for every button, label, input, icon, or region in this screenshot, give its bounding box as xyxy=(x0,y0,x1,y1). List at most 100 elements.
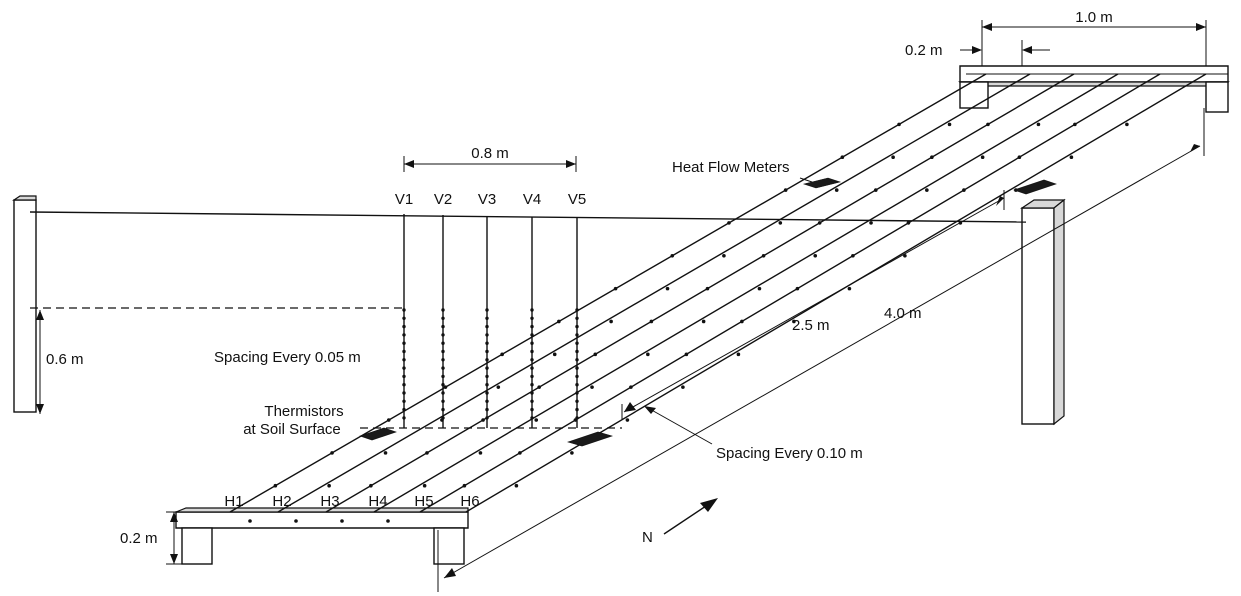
thermistor-dot xyxy=(273,483,278,488)
mid-length-label: 2.5 m xyxy=(792,317,830,334)
thermistor-dot xyxy=(485,333,489,337)
thermistor-dot xyxy=(1036,122,1041,127)
thermistor-dot xyxy=(906,221,911,225)
thermistor-dot xyxy=(783,188,788,192)
thermistor-dot xyxy=(500,352,504,357)
thermistor-dot xyxy=(986,122,990,127)
thermistor-dot xyxy=(386,519,390,523)
thermistor-dot xyxy=(485,374,489,379)
vertical-array-label: V1 xyxy=(395,191,413,208)
thermistor-dot xyxy=(947,122,952,127)
thermistor-dot xyxy=(402,308,406,312)
vertical-array-label: V3 xyxy=(478,191,496,208)
thermistor-dot xyxy=(757,286,762,291)
dimension-top-offset: 0.2 m xyxy=(905,40,1050,66)
thermistor-dot xyxy=(485,416,489,420)
thermistor-dot xyxy=(441,333,445,337)
horizontal-wires xyxy=(229,73,1207,513)
thermistor-dot xyxy=(441,316,445,320)
thermistor-dot xyxy=(485,383,489,387)
thermistor-dot xyxy=(727,221,731,225)
thermistor-dot xyxy=(590,385,594,389)
heat-flow-meter xyxy=(1013,179,1057,195)
thermistor-dot xyxy=(383,451,388,455)
thermistor-dot xyxy=(402,383,406,387)
thermistor-dot xyxy=(369,483,373,488)
thermistor-dot xyxy=(649,319,654,324)
thermistor-dot xyxy=(575,333,579,337)
thermistor-dot xyxy=(681,385,685,389)
dimension-full-length: 4.0 m xyxy=(437,108,1205,592)
heat-flow-meter xyxy=(802,177,842,189)
horizontal-spacing-label: Spacing Every 0.10 m xyxy=(716,445,863,462)
thermistor-dot xyxy=(534,418,539,422)
vertical-arrays xyxy=(402,214,579,428)
thermistor-dot xyxy=(530,341,534,345)
thermistor-dot xyxy=(962,188,966,192)
thermistor-dot xyxy=(1125,122,1129,127)
thermistor-dot xyxy=(485,366,489,370)
thermistor-dot xyxy=(478,451,483,455)
heat-flow-meters xyxy=(359,177,1057,447)
horizontal-array-label: H3 xyxy=(320,493,339,510)
thermistor-dot xyxy=(441,308,445,312)
thermistor-dot xyxy=(629,385,633,389)
thermistor-dot xyxy=(575,308,579,312)
cross-wire xyxy=(29,211,1027,223)
thermistor-dot xyxy=(778,221,783,225)
north-label: N xyxy=(642,529,653,546)
thermistor-dot xyxy=(575,358,579,362)
thermistor-dot xyxy=(530,399,534,403)
thermistor-dot xyxy=(575,341,579,345)
thermistor-dot xyxy=(813,253,818,258)
thermistor-dot xyxy=(530,366,534,370)
thermistor-dot xyxy=(340,519,344,523)
thermistor-dot xyxy=(609,319,613,324)
thermistor-dot xyxy=(575,399,579,403)
thermistor-dot xyxy=(1069,155,1074,160)
thermistor-dot xyxy=(530,358,534,362)
thermistor-dot xyxy=(386,418,391,422)
thermistor-dot xyxy=(570,451,574,455)
thermistor-dot xyxy=(485,358,489,362)
thermistor-dot xyxy=(402,399,406,403)
horizontal-wire xyxy=(419,73,1161,513)
thermistor-dot xyxy=(530,349,534,354)
thermistor-dot xyxy=(792,319,796,324)
thermistor-dot xyxy=(925,188,929,192)
vertical-span-label: 0.8 m xyxy=(471,145,509,162)
thermistor-dot xyxy=(847,286,852,291)
thermistor-dot xyxy=(575,383,579,387)
thermistor-dot xyxy=(485,349,489,354)
thermistor-dot xyxy=(873,188,878,192)
thermistor-dot xyxy=(834,188,839,192)
horizontal-wire xyxy=(277,73,1031,513)
dimension-mid-length: 2.5 m xyxy=(621,190,1005,420)
horizontal-spacing-callout: Spacing Every 0.10 m xyxy=(644,406,863,462)
thermistor-dot xyxy=(593,352,598,357)
thermistor-dot xyxy=(613,286,618,291)
thermistor-dot xyxy=(557,319,561,324)
thermistor-dot xyxy=(530,308,534,312)
thermistor-dot xyxy=(980,155,985,160)
right-post xyxy=(1020,198,1066,426)
top-offset-label: 0.2 m xyxy=(905,42,943,59)
thermistor-dot xyxy=(441,407,445,412)
thermistor-dot xyxy=(441,416,445,420)
thermistor-dot xyxy=(294,519,298,523)
thermistor-dot xyxy=(530,324,534,329)
thermistor-dot xyxy=(740,319,744,324)
thermistor-dot xyxy=(575,349,579,354)
thermistor-dot xyxy=(441,374,445,379)
thermistor-dot xyxy=(1073,122,1077,127)
thermistor-dot xyxy=(575,316,579,320)
thermistor-dot xyxy=(575,366,579,370)
north-arrow: N xyxy=(642,498,718,546)
thermistor-dot xyxy=(891,155,895,160)
thermistor-dot xyxy=(402,349,406,354)
thermistor-dot xyxy=(518,451,522,455)
thermistor-dot xyxy=(575,374,579,379)
